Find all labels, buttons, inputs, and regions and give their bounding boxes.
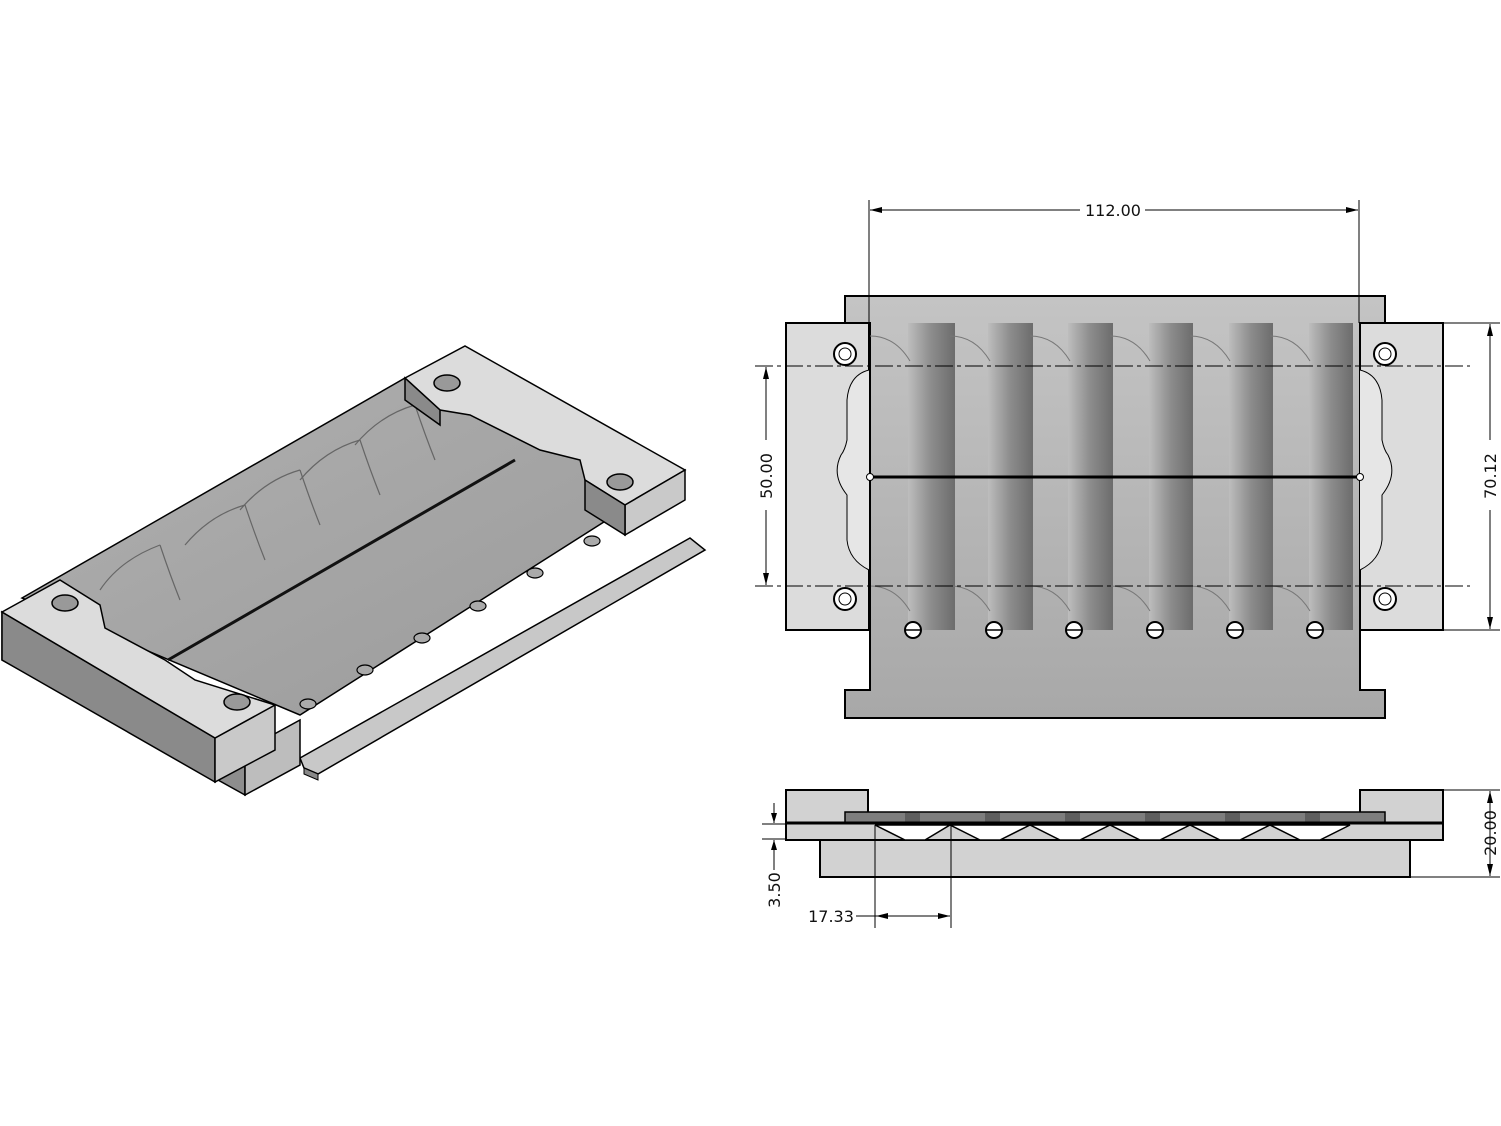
iso-right-clamp bbox=[403, 345, 687, 537]
iso-center-groove bbox=[167, 458, 516, 662]
dim-overall-width: 112.00 bbox=[868, 200, 1360, 323]
dim-label-50: 50.00 bbox=[757, 453, 776, 499]
right-clamp-block bbox=[1359, 322, 1444, 631]
dim-step: 3.50 bbox=[762, 803, 786, 908]
dim-overall-depth: 70.12 bbox=[1443, 322, 1500, 631]
dim-label-20: 20.00 bbox=[1481, 810, 1500, 856]
dim-label-17-33: 17.33 bbox=[808, 907, 854, 926]
side-plate bbox=[844, 811, 1386, 824]
dim-label-3-5: 3.50 bbox=[765, 872, 784, 908]
dim-hole-spacing: 50.00 bbox=[757, 367, 776, 585]
iso-holes bbox=[299, 535, 601, 710]
dim-label-112: 112.00 bbox=[1085, 201, 1141, 220]
top-view: 112.00 50.00 70.12 bbox=[755, 200, 1500, 719]
iso-channels bbox=[99, 404, 436, 601]
side-channel-profile bbox=[874, 824, 1351, 841]
dim-label-70: 70.12 bbox=[1481, 453, 1500, 499]
dim-height: 20.00 bbox=[1410, 789, 1500, 878]
iso-left-clamp bbox=[0, 579, 277, 784]
dim-channel-pitch: 17.33 bbox=[808, 825, 952, 928]
side-view: 20.00 3.50 17.33 bbox=[762, 789, 1500, 928]
left-clamp-block bbox=[785, 322, 870, 631]
isometric-view bbox=[0, 345, 707, 797]
iso-base-plate bbox=[299, 537, 707, 775]
